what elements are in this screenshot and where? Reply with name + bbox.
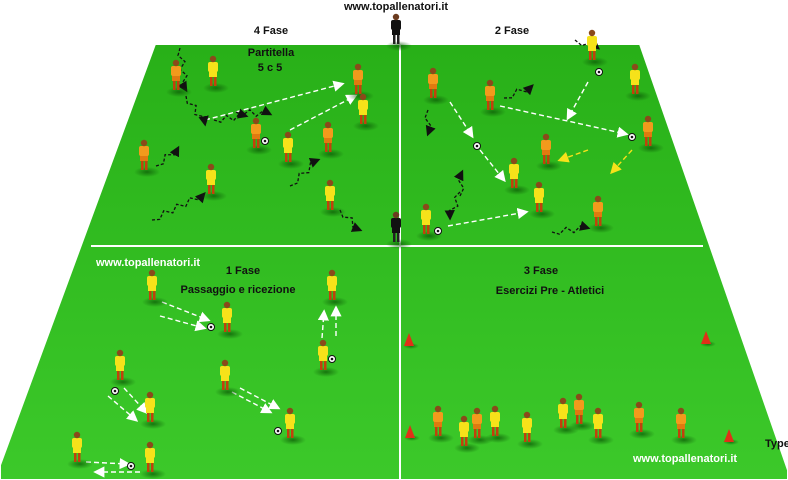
pass-arrow [123,387,148,415]
player-yellow [313,339,339,377]
pass-arrow [447,207,529,227]
player-orange [428,405,454,443]
ball [274,427,282,435]
dribble-path [424,109,436,137]
player-orange [480,79,506,117]
pass-arrow [85,458,131,470]
dribble-path [155,145,180,167]
player-yellow [517,411,543,449]
phase2-title: 2 Fase [495,25,529,37]
phase4-subtitle-line2: 5 c 5 [258,62,282,74]
dribble-path [185,95,209,127]
dribble-path [289,158,321,187]
ball [111,387,119,395]
cones [403,331,739,445]
player-orange [629,401,655,439]
player-yellow [280,407,306,445]
player-yellow [217,301,243,339]
player-yellow [504,157,530,195]
dribble-path [444,191,461,221]
phase4-title: 4 Fase [254,25,288,37]
player-orange [638,115,664,153]
player-orange [318,121,344,159]
player-yellow [140,441,166,479]
pass-arrow [479,149,506,183]
player-yellow [140,391,166,429]
player-orange [671,407,697,445]
player-yellow [529,181,555,219]
dribble-path [151,192,206,221]
pass-arrow [231,391,273,414]
player-orange [423,67,449,105]
player-orange [246,117,272,155]
cone [404,425,420,441]
player-yellow [67,431,93,469]
pass-arrow [239,387,281,410]
ball [127,462,135,470]
player-yellow [201,163,227,201]
corner-text: Type [765,438,788,450]
pass-arrow [499,105,629,138]
pass-arrow [107,395,139,422]
player-yellow [110,349,136,387]
referee [386,13,412,51]
pass-arrow [289,94,358,131]
ball [473,142,481,150]
phase4-subtitle-line1: Partitella [248,47,295,59]
player-yellow [320,179,346,217]
player-orange [536,133,562,171]
ball [434,227,442,235]
phase1-title: 1 Fase [226,265,260,277]
balls [111,68,636,470]
player-yellow [203,55,229,93]
dribble-path [551,220,591,235]
pass-arrow [566,81,589,121]
pass-arrow [610,149,633,175]
ball [207,323,215,331]
ball [328,355,336,363]
player-yellow [142,269,168,307]
players [67,13,697,479]
player-yellow [588,407,614,445]
player-yellow [485,405,511,443]
player-orange [569,393,595,431]
pitch-surface [0,43,788,480]
player-orange [134,139,160,177]
pass-arrow [449,101,474,139]
pass-arrow [317,309,329,339]
movement-arrows [85,80,633,478]
cone [723,429,739,445]
site-title: www.topallenatori.it [343,1,448,13]
watermark-right: www.topallenatori.it [632,453,737,465]
player-yellow [322,269,348,307]
phase1-subtitle: Passaggio e ricezione [181,284,296,296]
ball [628,133,636,141]
phase3-title: 3 Fase [524,265,558,277]
cone [403,333,419,349]
cone [700,331,716,347]
pass-arrow [557,149,589,163]
ball [595,68,603,76]
dribble-path [453,169,465,197]
dribble-path [213,108,249,123]
pass-arrow [161,301,211,323]
watermark-left: www.topallenatori.it [95,257,200,269]
player-orange [588,195,614,233]
player-yellow [278,131,304,169]
ball [261,137,269,145]
player-yellow [215,359,241,397]
player-yellow [353,93,379,131]
dribble-path [503,84,534,99]
player-yellow [454,415,480,453]
player-yellow [582,29,608,67]
player-orange [166,59,192,97]
player-yellow [625,63,651,101]
referee [386,211,412,249]
phase3-subtitle: Esercizi Pre - Atletici [496,285,604,297]
